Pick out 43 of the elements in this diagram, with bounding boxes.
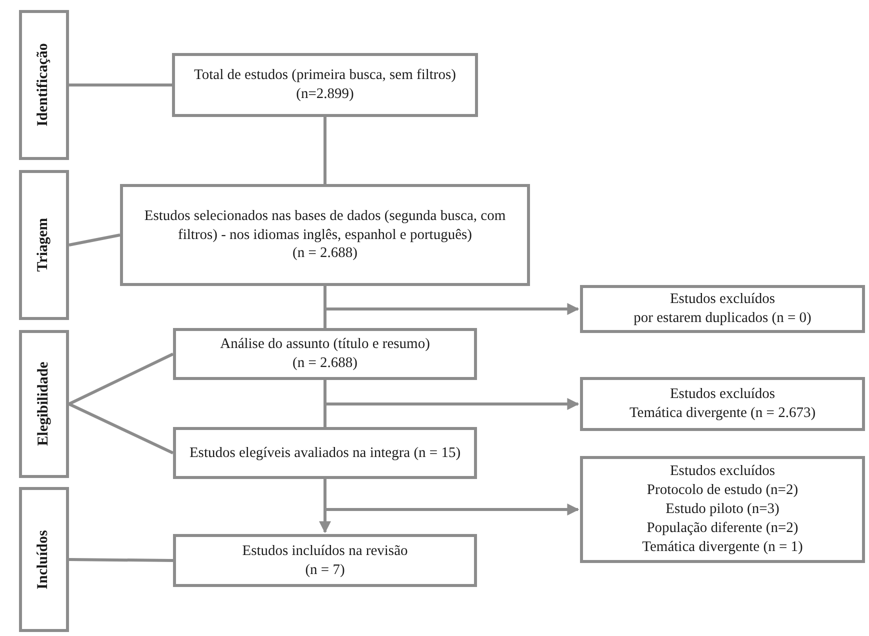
- stage-box: [19, 330, 69, 478]
- stage-box: [19, 10, 69, 160]
- box-text: (n=2.899): [296, 85, 354, 104]
- box-text: Protocolo de estudo (n=2): [646, 481, 798, 500]
- connector-line: [68, 402, 174, 454]
- connector-line: [68, 234, 120, 246]
- box-heading: Estudos excluídos: [670, 462, 776, 482]
- connector-line: [324, 117, 326, 184]
- process-box: [173, 328, 477, 380]
- arrow: [324, 380, 580, 410]
- box-text: (n = 7): [305, 560, 345, 580]
- stage-label: Identificação: [34, 43, 52, 127]
- arrow: [324, 479, 580, 516]
- box-text: (n = 2.688): [292, 244, 358, 264]
- stage-label: Incluídos: [34, 530, 52, 590]
- box-text: Temática divergente (n = 1): [642, 538, 803, 557]
- box-heading: Estudos elegíveis avaliados na integra (n = 15): [189, 444, 461, 462]
- box-text: Estudo piloto (n=3): [666, 500, 780, 519]
- process-box: [173, 534, 477, 587]
- stage-label: Triagem: [34, 218, 52, 272]
- box-text: (n = 2.688): [292, 354, 358, 373]
- box-heading: Estudos excluídos: [670, 385, 776, 404]
- connector-line: [69, 84, 172, 86]
- box-text: População diferente (n=2): [646, 518, 798, 538]
- box-heading: Estudos selecionados nas bases de dados (segunda busca, com filtros) - nos idiomas inglês, espanhol e português): [143, 206, 507, 244]
- box-heading: Análise do assunto (título e resumo): [220, 335, 430, 354]
- connector-line: [68, 352, 174, 406]
- process-box: [173, 427, 477, 479]
- box-heading: Estudos excluídos: [670, 290, 776, 309]
- stage-label: Elegibilidade: [34, 362, 52, 446]
- process-box: [580, 285, 865, 333]
- process-box: [580, 456, 865, 563]
- process-box: [120, 184, 530, 286]
- process-box: [580, 377, 865, 431]
- connector-line: [68, 558, 174, 562]
- stage-box: [19, 487, 69, 632]
- box-text: por estarem duplicados (n = 0): [634, 309, 812, 328]
- box-text: Temática divergente (n = 2.673): [629, 404, 816, 423]
- arrow: [324, 286, 580, 315]
- box-heading: Estudos incluídos na revisão: [242, 542, 408, 560]
- stage-box: [19, 170, 69, 320]
- process-box: [172, 53, 478, 117]
- box-heading: Total de estudos (primeira busca, sem filtros): [194, 66, 456, 85]
